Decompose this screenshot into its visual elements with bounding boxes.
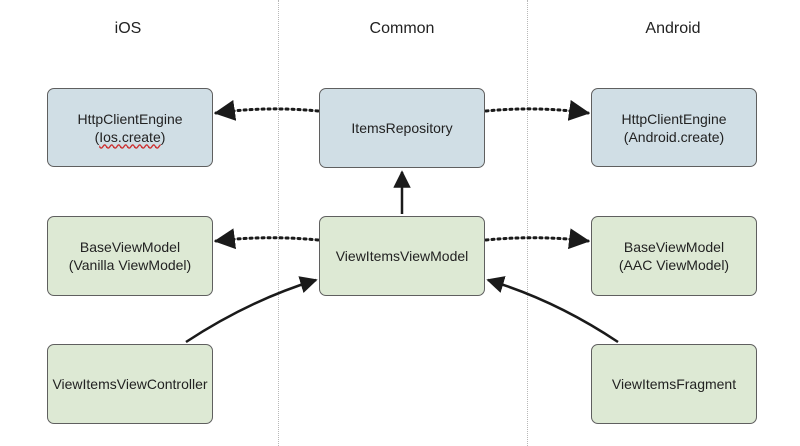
view-items-view-controller-box: ViewItemsViewController xyxy=(47,344,213,424)
ios-http-client-engine-subtitle: (Ios.create) xyxy=(94,128,166,145)
android-base-viewmodel-subtitle: (AAC ViewModel) xyxy=(618,257,730,273)
android-http-client-engine-box: HttpClientEngine (Android.create) xyxy=(591,88,757,167)
ios-base-viewmodel-title: BaseViewModel xyxy=(79,239,181,255)
ios-http-client-engine-box: HttpClientEngine (Ios.create) xyxy=(47,88,213,167)
column-divider-right xyxy=(527,0,528,446)
column-title-common: Common xyxy=(369,20,435,37)
dotted-arrow-viewmodel-to-android-base xyxy=(484,228,591,250)
view-items-viewmodel-title: ViewItemsViewModel xyxy=(335,248,469,264)
ios-base-viewmodel-box: BaseViewModel (Vanilla ViewModel) xyxy=(47,216,213,296)
view-items-viewmodel-box: ViewItemsViewModel xyxy=(319,216,485,296)
android-http-client-engine-subtitle: (Android.create) xyxy=(623,128,725,145)
column-title-android: Android xyxy=(645,20,701,37)
column-title-ios: iOS xyxy=(114,20,142,37)
dotted-arrow-repository-to-android-http xyxy=(484,99,591,121)
ios-http-client-engine-title: HttpClientEngine xyxy=(77,110,183,127)
view-items-fragment-box: ViewItemsFragment xyxy=(591,344,757,424)
ios-base-viewmodel-subtitle: (Vanilla ViewModel) xyxy=(68,257,192,273)
android-base-viewmodel-box: BaseViewModel (AAC ViewModel) xyxy=(591,216,757,296)
ios-create-text: Ios.create xyxy=(99,128,161,145)
view-items-fragment-title: ViewItemsFragment xyxy=(611,376,737,392)
items-repository-box: ItemsRepository xyxy=(319,88,485,168)
android-http-client-engine-title: HttpClientEngine xyxy=(621,110,727,127)
items-repository-title: ItemsRepository xyxy=(351,120,453,136)
view-items-view-controller-title: ViewItemsViewController xyxy=(52,376,208,392)
dotted-arrow-repository-to-ios-http xyxy=(213,99,320,121)
column-divider-left xyxy=(278,0,279,446)
android-base-viewmodel-title: BaseViewModel xyxy=(623,239,725,255)
dotted-arrow-viewmodel-to-ios-base xyxy=(213,228,320,250)
